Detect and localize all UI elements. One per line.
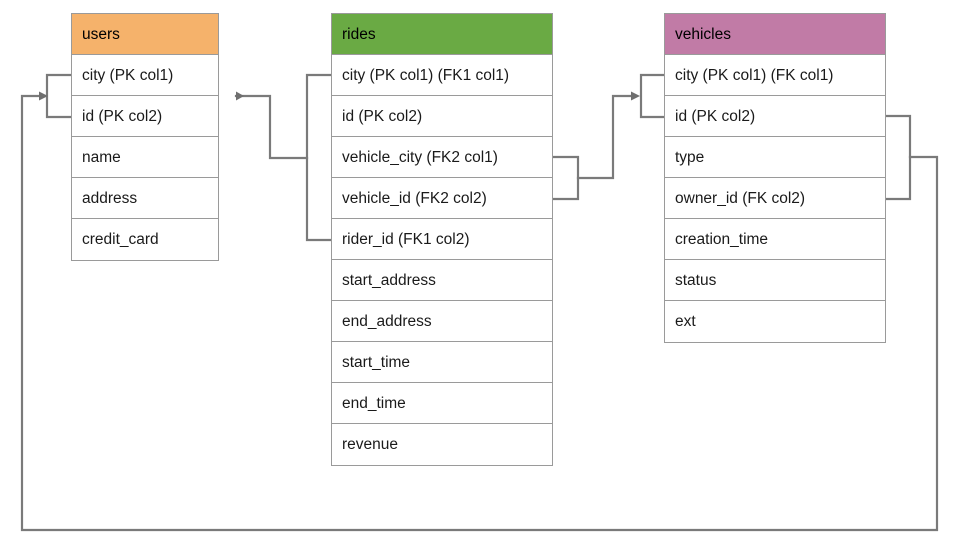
users-pk-bracket xyxy=(45,73,73,119)
table-vehicles-column-type: type xyxy=(665,137,885,178)
table-vehicles-column-ext: ext xyxy=(665,301,885,342)
table-vehicles-column-id: id (PK col2) xyxy=(665,96,885,137)
rides-fk1-to-users-line xyxy=(234,91,309,160)
table-users-column-id: id (PK col2) xyxy=(72,96,218,137)
table-vehicles-column-city: city (PK col1) (FK col1) xyxy=(665,55,885,96)
vehicles-fk-bracket xyxy=(884,114,912,201)
rides-fk2-bracket xyxy=(551,155,580,201)
table-rides-column-start-time: start_time xyxy=(332,342,552,383)
table-rides-header: rides xyxy=(332,14,552,55)
rides-fk1-bracket xyxy=(305,73,333,242)
table-rides[interactable]: rides city (PK col1) (FK1 col1) id (PK c… xyxy=(331,13,553,466)
table-rides-column-start-address: start_address xyxy=(332,260,552,301)
table-rides-column-vehicle-id: vehicle_id (FK2 col2) xyxy=(332,178,552,219)
table-users-header: users xyxy=(72,14,218,55)
rides-fk2-to-vehicles-line xyxy=(576,91,640,180)
table-users-column-name: name xyxy=(72,137,218,178)
table-rides-column-rider-id: rider_id (FK1 col2) xyxy=(332,219,552,260)
table-vehicles-column-status: status xyxy=(665,260,885,301)
table-rides-column-end-address: end_address xyxy=(332,301,552,342)
table-users-column-address: address xyxy=(72,178,218,219)
table-vehicles-column-owner-id: owner_id (FK col2) xyxy=(665,178,885,219)
vehicles-pk-bracket xyxy=(639,73,666,119)
table-vehicles-header: vehicles xyxy=(665,14,885,55)
table-vehicles-column-creation-time: creation_time xyxy=(665,219,885,260)
table-rides-column-revenue: revenue xyxy=(332,424,552,465)
table-users-column-credit-card: credit_card xyxy=(72,219,218,260)
table-rides-column-city: city (PK col1) (FK1 col1) xyxy=(332,55,552,96)
table-rides-column-end-time: end_time xyxy=(332,383,552,424)
table-users[interactable]: users city (PK col1) id (PK col2) name a… xyxy=(71,13,219,261)
table-vehicles[interactable]: vehicles city (PK col1) (FK col1) id (PK… xyxy=(664,13,886,343)
table-rides-column-vehicle-city: vehicle_city (FK2 col1) xyxy=(332,137,552,178)
table-rides-column-id: id (PK col2) xyxy=(332,96,552,137)
table-users-column-city: city (PK col1) xyxy=(72,55,218,96)
